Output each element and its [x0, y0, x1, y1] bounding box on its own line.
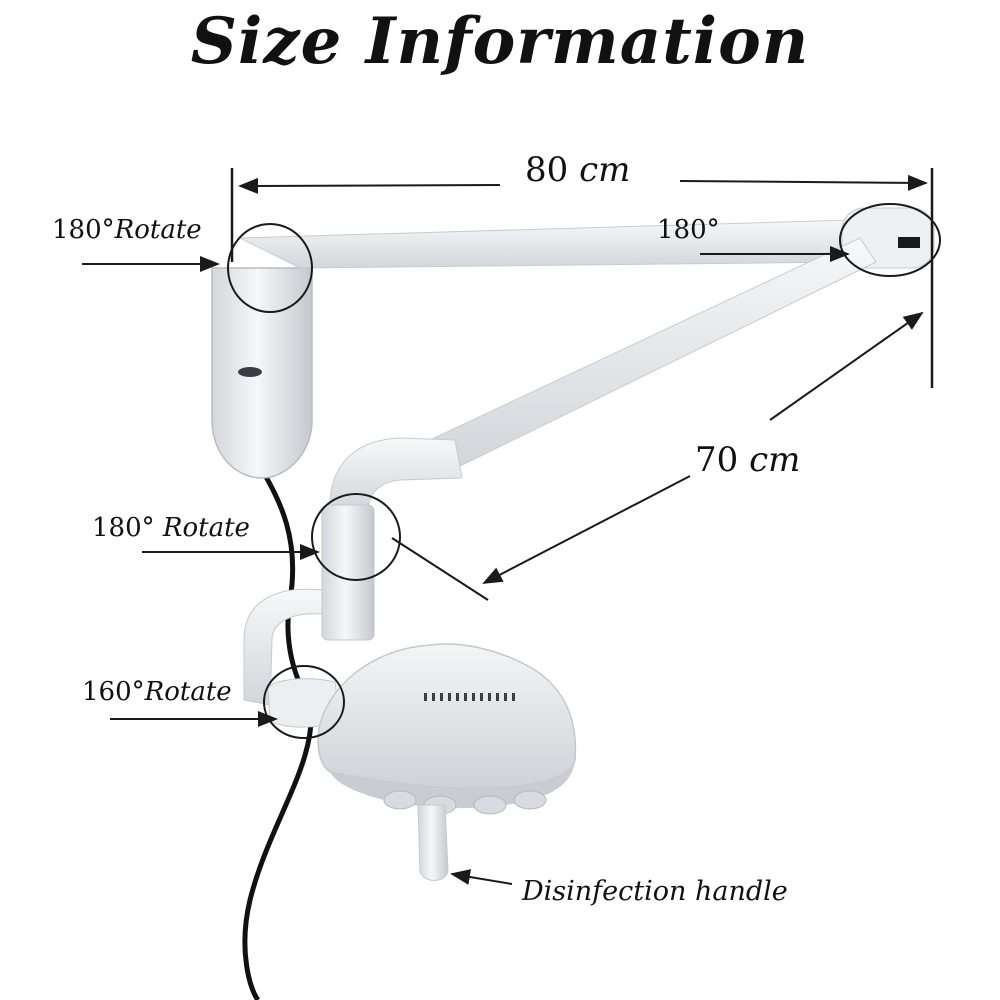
rotate-angle-arm-end: 180°	[657, 215, 720, 245]
rotate-circle-wall	[227, 223, 313, 313]
length-unit: cm	[749, 440, 801, 480]
power-cable	[242, 468, 314, 1000]
pointer-handle	[450, 869, 513, 885]
width-arrow-left	[238, 177, 501, 194]
width-label: 80 cm	[525, 150, 630, 190]
handle-callout: Disinfection handle	[522, 876, 788, 907]
rotate-word-wall: Rotate	[114, 215, 202, 245]
disinfection-handle	[417, 804, 449, 881]
rotate-angle-elbow: 180°	[92, 513, 155, 543]
rotate-word-lamp: Rotate	[144, 677, 232, 707]
width-unit: cm	[579, 150, 631, 190]
lamp-hook	[243, 588, 323, 706]
vent-slots	[424, 693, 515, 701]
length-arrow-lower	[482, 475, 691, 584]
rotate-circle-lamp	[263, 665, 345, 739]
vertical-post	[321, 504, 375, 641]
wall-mount-badge	[238, 367, 262, 377]
length-arrow-upper	[769, 311, 924, 421]
wall-mount	[211, 267, 313, 479]
lamp-head	[317, 643, 577, 790]
rotate-circle-arm-end	[839, 203, 941, 277]
rotate-label-arm-end: 180°	[657, 215, 720, 245]
width-value: 80	[525, 150, 569, 190]
rotate-label-elbow: 180° Rotate	[92, 513, 250, 543]
length-extension	[391, 537, 489, 601]
arm-end-slot	[898, 237, 920, 248]
page-title: Size Information	[190, 4, 810, 79]
handle-callout-text: Disinfection handle	[522, 876, 788, 907]
elbow	[329, 437, 463, 513]
width-arrow-right	[679, 174, 928, 191]
rotate-angle-wall: 180°	[52, 215, 115, 245]
length-label: 70 cm	[695, 440, 800, 480]
rotate-word-elbow: Rotate	[162, 513, 250, 543]
rotate-label-wall: 180°Rotate	[52, 215, 202, 245]
diagonal-arm	[429, 237, 877, 471]
length-value: 70	[695, 440, 739, 480]
rotate-label-lamp: 160°Rotate	[82, 677, 232, 707]
top-arm	[239, 219, 851, 269]
rotate-angle-lamp: 160°	[82, 677, 145, 707]
rotate-circle-elbow	[311, 493, 401, 581]
